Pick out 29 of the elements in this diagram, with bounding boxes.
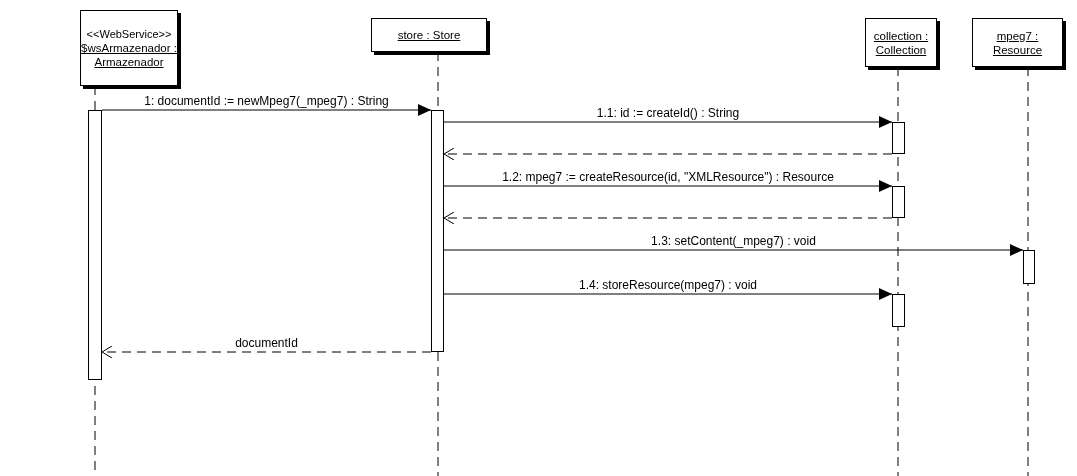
lifeline-head (865, 18, 937, 67)
return-arrow (443, 211, 893, 225)
activation-bar (1023, 250, 1035, 284)
message-label: documentId (235, 337, 298, 350)
activation-bar (892, 186, 905, 218)
lifeline-head (371, 18, 487, 52)
activation-bar (431, 110, 444, 352)
activation-bar (892, 122, 905, 154)
activation-bar (88, 110, 102, 380)
object-name: $wsArmazenador : Armazenador (81, 41, 177, 69)
lifeline-head (972, 18, 1063, 67)
activation-bar (892, 294, 905, 327)
message-label: 1: documentId := newMpeg7(_mpeg7) : String (144, 95, 389, 108)
message-arrow (443, 180, 893, 192)
return-arrow (443, 147, 893, 161)
message-label: 1.4: storeResource(mpeg7) : void (578, 279, 758, 292)
object-name: collection : Collection (872, 28, 930, 57)
object-name: mpeg7 : Resource (991, 28, 1044, 57)
message-label: 1.2: mpeg7 := createResource(id, "XMLResource") : Resource (502, 171, 834, 184)
message-arrow (443, 116, 893, 128)
message-label: 1.1: id := createId() : String (596, 107, 740, 120)
object-name: store : Store (397, 28, 461, 42)
message-label: 1.3: setContent(_mpeg7) : void (651, 235, 816, 248)
message-arrow (101, 104, 432, 116)
lifeline-head (80, 10, 178, 86)
return-arrow (101, 345, 432, 359)
message-arrow (443, 288, 893, 300)
stereotype-label: <<WebService>> (86, 27, 172, 41)
message-arrow (443, 244, 1024, 256)
